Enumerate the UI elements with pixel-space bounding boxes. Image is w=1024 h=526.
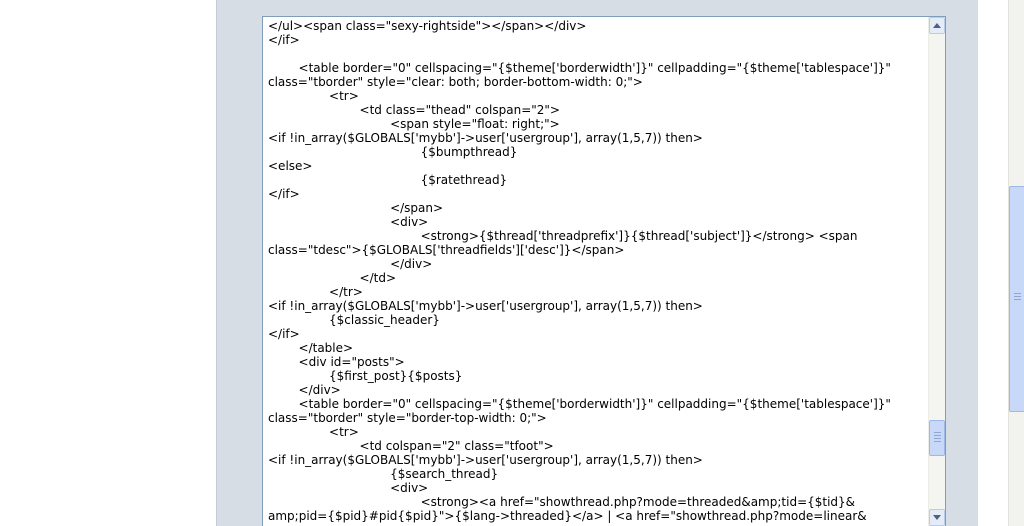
arrow-down-icon: [933, 515, 941, 520]
code-line: class="tdesc">{$GLOBALS['threadfields'][…: [268, 243, 625, 257]
code-line: <div>: [268, 481, 429, 495]
grip-line: [934, 432, 941, 434]
code-line: </ul><span class="sexy-rightside"></span…: [268, 19, 587, 33]
code-line: <if !in_array($GLOBALS['mybb']->user['us…: [268, 299, 703, 313]
code-line: {$classic_header}: [268, 313, 440, 327]
code-line: <div>: [268, 215, 429, 229]
arrow-up-icon: [933, 23, 941, 28]
code-line: </table>: [268, 341, 354, 355]
code-line: <strong><a href="showthread.php?mode=thr…: [268, 495, 856, 509]
code-line: </tr>: [268, 285, 363, 299]
code-line: <table border="0" cellspacing="{$theme['…: [268, 61, 891, 75]
grip-line: [1014, 293, 1021, 294]
code-line: </div>: [268, 257, 433, 271]
code-line: {$search_thread}: [268, 467, 499, 481]
template-code-editor[interactable]: </ul><span class="sexy-rightside"></span…: [262, 16, 946, 526]
code-line: {$ratethread}: [268, 173, 508, 187]
code-line: </div>: [268, 383, 341, 397]
code-line: {$bumpthread}: [268, 145, 518, 159]
code-line: <tr>: [268, 89, 359, 103]
template-code-text[interactable]: </ul><span class="sexy-rightside"></span…: [268, 19, 920, 523]
grip-line: [934, 438, 941, 440]
code-line: <td colspan="2" class="tfoot">: [268, 439, 554, 453]
editor-vertical-scrollbar[interactable]: [928, 17, 945, 526]
code-line: class="tborder" style="border-top-width:…: [268, 411, 547, 425]
editor-scroll-thumb[interactable]: [929, 420, 945, 457]
code-line: <table border="0" cellspacing="{$theme['…: [268, 397, 891, 411]
page-scroll-thumb[interactable]: [1009, 186, 1024, 412]
code-line: <td class="thead" colspan="2">: [268, 103, 560, 117]
code-line: </if>: [268, 327, 300, 341]
code-line: </if>: [268, 33, 300, 47]
code-line: <span style="float: right;">: [268, 117, 560, 131]
page-vertical-scrollbar[interactable]: [1008, 0, 1024, 526]
grip-line: [934, 435, 941, 437]
code-line: <else>: [268, 159, 313, 173]
code-line: <strong>{$thread['threadprefix']}{$threa…: [268, 229, 858, 243]
code-line: [268, 47, 920, 61]
code-line: <if !in_array($GLOBALS['mybb']->user['us…: [268, 131, 703, 145]
code-line: </if>: [268, 187, 300, 201]
grip-line: [934, 441, 941, 443]
editor-scroll-down-button[interactable]: [929, 509, 945, 526]
code-line: class="tborder" style="clear: both; bord…: [268, 75, 643, 89]
code-line: <tr>: [268, 425, 359, 439]
grip-line: [1014, 299, 1021, 300]
left-blank-pane: [0, 0, 216, 526]
right-blank-area: [978, 0, 1008, 526]
code-line: amp;pid={$pid}#pid{$pid}">{$lang->thread…: [268, 509, 867, 523]
code-line: <if !in_array($GLOBALS['mybb']->user['us…: [268, 453, 703, 467]
code-line: <div id="posts">: [268, 355, 405, 369]
code-line: {$first_post}{$posts}: [268, 369, 463, 383]
grip-line: [1014, 296, 1021, 297]
editor-scroll-up-button[interactable]: [929, 17, 945, 34]
code-line: </span>: [268, 201, 444, 215]
code-line: </td>: [268, 271, 397, 285]
